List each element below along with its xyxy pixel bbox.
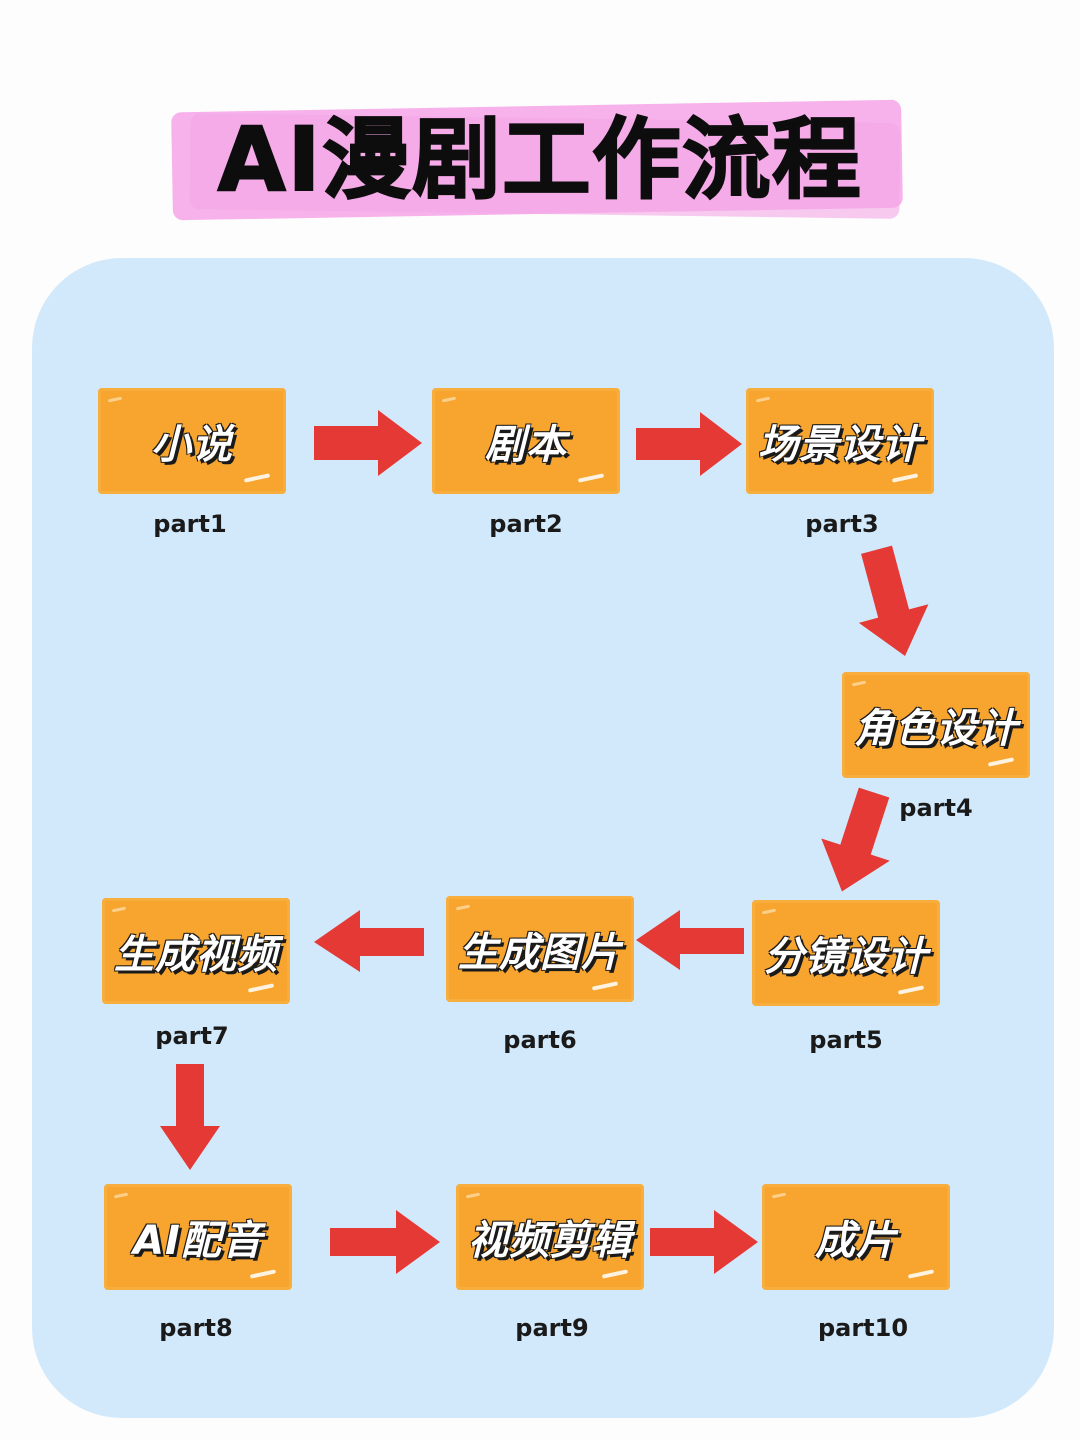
part-label-7: part7 (155, 1022, 229, 1050)
node-label: 生成视频 (114, 932, 278, 978)
part-label-1: part1 (153, 510, 227, 538)
flow-node-4: 角色设计 (842, 672, 1030, 778)
node-label: 剧本 (485, 422, 567, 468)
part-label-5: part5 (809, 1026, 883, 1054)
part-label-3: part3 (805, 510, 879, 538)
node-label: 角色设计 (854, 706, 1018, 752)
flow-node-1: 小说 (98, 388, 286, 494)
part-label-10: part10 (817, 1314, 909, 1342)
node-label: 场景设计 (758, 422, 922, 468)
part-label-2: part2 (489, 510, 563, 538)
node-label: 生成图片 (458, 930, 622, 976)
part-label-8: part8 (159, 1314, 233, 1342)
flow-node-2: 剧本 (432, 388, 620, 494)
flow-node-3: 场景设计 (746, 388, 934, 494)
part-label-9: part9 (515, 1314, 589, 1342)
flow-node-6: 生成图片 (446, 896, 634, 1002)
flow-node-5: 分镜设计 (752, 900, 940, 1006)
flow-node-9: 视频剪辑 (456, 1184, 644, 1290)
node-label: 成片 (815, 1218, 897, 1264)
flow-node-8: AI配音 (104, 1184, 292, 1290)
page-title: AI漫剧工作流程 (217, 107, 863, 212)
flow-node-7: 生成视频 (102, 898, 290, 1004)
node-label: 分镜设计 (764, 934, 928, 980)
node-label: AI配音 (133, 1218, 263, 1264)
part-label-4: part4 (899, 794, 973, 822)
title-area: AI漫剧工作流程 (0, 88, 1080, 228)
node-label: 视频剪辑 (468, 1218, 632, 1264)
flow-node-10: 成片 (762, 1184, 950, 1290)
part-label-6: part6 (503, 1026, 577, 1054)
node-label: 小说 (151, 422, 233, 468)
